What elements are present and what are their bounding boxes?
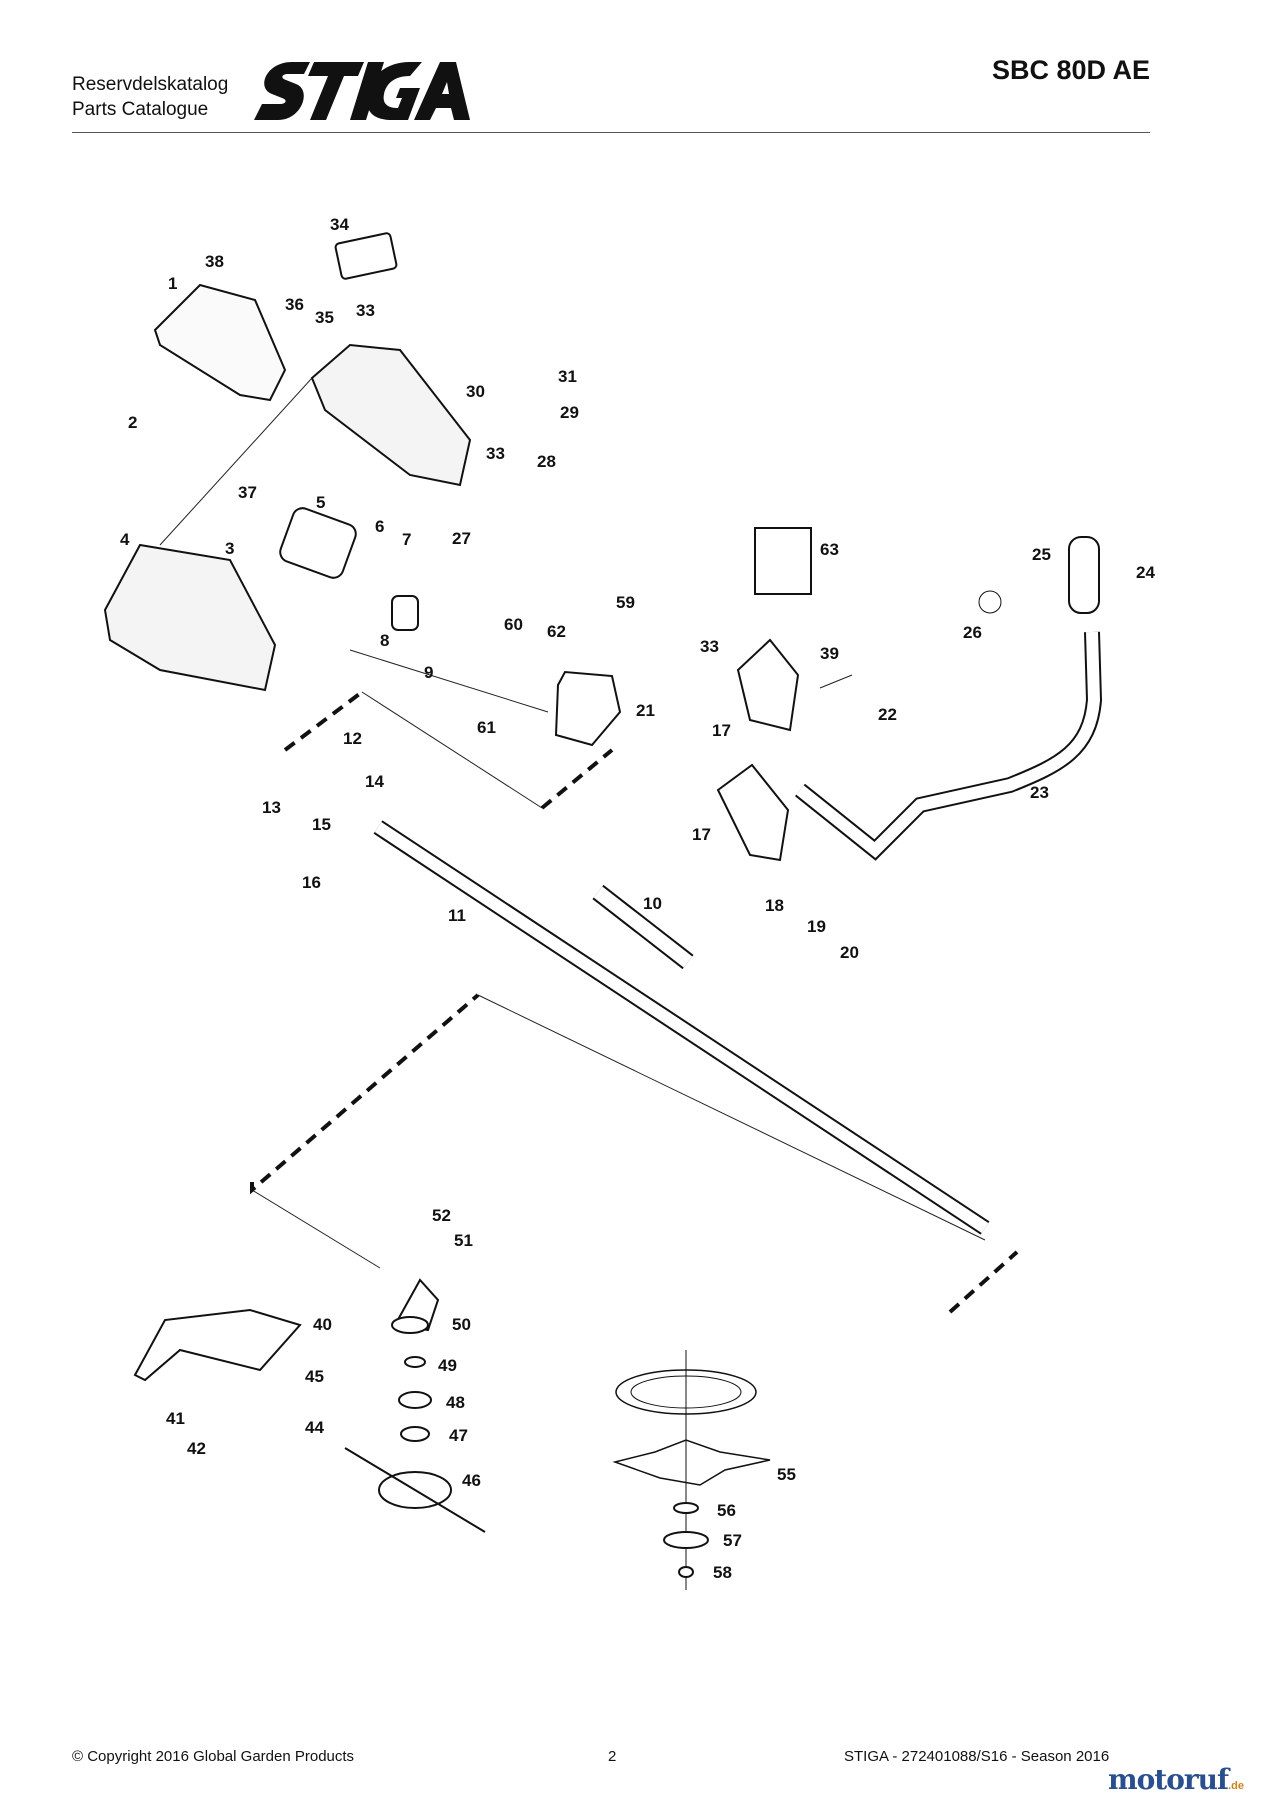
callout-47: 47 [449, 1426, 468, 1445]
part-shapes [103, 232, 1103, 1590]
callout-60: 60 [504, 615, 523, 634]
callout-41: 41 [166, 1409, 185, 1428]
callout-25: 25 [1032, 545, 1051, 564]
callout-5: 5 [316, 493, 325, 512]
callout-38: 38 [205, 252, 224, 271]
watermark-tld: .de [1228, 1780, 1244, 1792]
callout-61: 61 [477, 718, 496, 737]
callout-26: 26 [963, 623, 982, 642]
callout-19: 19 [807, 917, 826, 936]
catalogue-title-english: Parts Catalogue [72, 99, 209, 120]
callout-24: 24 [1136, 563, 1155, 582]
callout-17: 17 [712, 721, 731, 740]
callout-10: 10 [643, 894, 662, 913]
callout-52: 52 [432, 1206, 451, 1225]
callout-51: 51 [454, 1231, 473, 1250]
callout-44: 44 [305, 1418, 324, 1437]
callout-28: 28 [537, 452, 556, 471]
callout-31: 31 [558, 367, 577, 386]
callout-42: 42 [187, 1439, 206, 1458]
callout-22: 22 [878, 705, 897, 724]
callout-13: 13 [262, 798, 281, 817]
callout-23: 23 [1030, 783, 1049, 802]
callout-27: 27 [452, 529, 471, 548]
callout-48: 48 [446, 1393, 465, 1412]
assembly-guide-lines [159, 377, 986, 1269]
callout-56: 56 [717, 1501, 736, 1520]
callout-33b: 33 [486, 444, 505, 463]
footer-page-number: 2 [608, 1748, 617, 1765]
callout-18: 18 [765, 896, 784, 915]
catalogue-title: Reservdelskatalog Parts Catalogue [72, 72, 228, 122]
callout-20: 20 [840, 943, 859, 962]
site-watermark: motoruf.de [1108, 1763, 1244, 1796]
callout-6: 6 [375, 517, 384, 536]
callout-50: 50 [452, 1315, 471, 1334]
callout-45: 45 [305, 1367, 324, 1386]
callout-37: 37 [238, 483, 257, 502]
callout-36: 36 [285, 295, 304, 314]
callout-57: 57 [723, 1531, 742, 1550]
footer-copyright: © Copyright 2016 Global Garden Products [72, 1748, 355, 1765]
callout-2: 2 [128, 413, 137, 432]
footer-document-id: STIGA - 272401088/S16 - Season 2016 [844, 1748, 1110, 1765]
stiga-logo [254, 62, 470, 120]
part-callout-numbers: 1 2 3 4 5 6 7 8 9 10 11 12 13 14 15 16 1… [120, 215, 1155, 1582]
callout-12: 12 [343, 729, 362, 748]
callout-1: 1 [168, 274, 177, 293]
callout-17b: 17 [692, 825, 711, 844]
callout-39: 39 [820, 644, 839, 663]
callout-30: 30 [466, 382, 485, 401]
callout-11: 11 [448, 906, 466, 925]
callout-14: 14 [365, 772, 384, 791]
model-number: SBC 80D AE [991, 55, 1150, 85]
callout-33c: 33 [700, 637, 719, 656]
callout-15: 15 [312, 815, 331, 834]
callout-59: 59 [616, 593, 635, 612]
callout-33: 33 [356, 301, 375, 320]
callout-3: 3 [225, 539, 234, 558]
callout-40: 40 [313, 1315, 332, 1334]
callout-4: 4 [120, 530, 130, 549]
callout-35: 35 [315, 308, 334, 327]
callout-49: 49 [438, 1356, 457, 1375]
callout-9: 9 [424, 663, 433, 682]
dashed-section-markers [250, 690, 1019, 1314]
catalogue-title-swedish: Reservdelskatalog [72, 74, 229, 95]
callout-7: 7 [402, 530, 411, 549]
callout-34: 34 [330, 215, 349, 234]
header-rule [72, 132, 1150, 133]
callout-21: 21 [636, 701, 655, 720]
callout-55: 55 [777, 1465, 796, 1484]
watermark-name: motoruf [1108, 1763, 1229, 1796]
callout-62: 62 [547, 622, 566, 641]
callout-46: 46 [462, 1471, 481, 1490]
callout-58: 58 [713, 1563, 732, 1582]
callout-16: 16 [302, 873, 321, 892]
callout-63: 63 [820, 540, 839, 559]
callout-29: 29 [560, 403, 579, 422]
callout-8: 8 [380, 631, 389, 650]
